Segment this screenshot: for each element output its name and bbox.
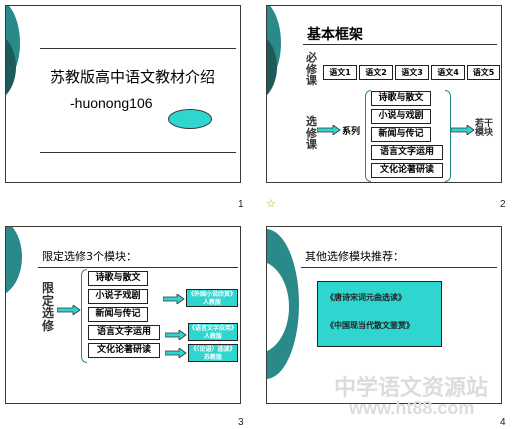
slide-2[interactable]: 基本框架 必修课 语文1 语文2 语文3 语文4 语文5 选修课 系列 诗歌与散… [266,5,502,183]
watermark-url: www.ht88.com [349,398,475,418]
book-box: 语文5 [467,65,500,80]
slide-number: 2 [500,199,506,210]
slide-number: 4 [500,417,506,428]
recommendation-box: 《唐诗宋词元曲选读》 《中国现当代散文鉴赏》 [317,281,442,347]
module-tag: 《外国小说欣赏》人教版 [186,289,238,307]
arrow-icon [317,125,341,135]
book-box: 语文1 [323,65,357,80]
series-item: 文化论著研读 [371,163,443,178]
book-box: 语文2 [359,65,393,80]
title-rule [303,44,497,45]
required-label: 必修课 [306,51,317,88]
module-tag: 《〈论语〉选读》苏教版 [188,344,238,362]
arrow-icon [57,305,81,315]
slide-title: 限定选修3个模块： [42,250,137,263]
slide-title: 基本框架 [307,27,363,43]
slide-4[interactable]: 其他选修模块推荐： 《唐诗宋词元曲选读》 《中国现当代散文鉴赏》 [266,226,502,404]
recommendation-item: 《中国现当代散文鉴赏》 [326,321,414,330]
slide-number: 1 [238,199,244,210]
slide-1[interactable]: 苏教版高中语文教材介绍 -huonong106 [5,5,241,183]
decorative-circle [267,32,277,102]
series-item: 新闻与传记 [371,127,431,142]
slide-number: 3 [238,417,244,428]
left-brace [365,90,371,182]
slide-subtitle: -huonong106 [70,95,153,111]
module-tag: 《语言文字应用》人教版 [188,323,238,341]
title-rule [301,267,497,268]
cyan-ellipse [168,109,212,129]
star-icon: ☆ [266,197,276,210]
module-item: 小说子戏剧 [88,289,148,304]
decorative-circle [6,32,16,102]
modules-label: 若干模块 [475,119,494,139]
slide-title: 其他选修模块推荐： [305,250,404,263]
series-item: 诗歌与散文 [371,91,431,106]
series-item: 语言文字运用 [371,145,443,160]
slide-3[interactable]: 限定选修3个模块： 限定选修 诗歌与散文 小说子戏剧 新闻与传记 语言文字运用 … [5,226,241,404]
module-item: 语言文字运用 [88,325,160,340]
module-item: 文化论著研读 [88,343,160,358]
module-item: 新闻与传记 [88,307,148,322]
series-item: 小说与戏剧 [371,109,431,124]
side-label: 限定选修 [42,281,55,333]
arrow-icon [163,294,185,304]
arrow-icon [165,330,187,340]
recommendation-item: 《唐诗宋词元曲选读》 [326,293,406,302]
decorative-circle [267,261,289,353]
bottom-rule [40,152,236,153]
book-box: 语文3 [395,65,429,80]
elective-label: 选修课 [306,115,317,152]
module-item: 诗歌与散文 [88,271,148,286]
series-label: 系列 [342,127,361,137]
title-rule [38,267,238,268]
arrow-icon [165,348,187,358]
title-rule [40,48,236,49]
watermark-title: 中学语文资源站 [334,376,489,401]
arrow-icon [451,125,475,135]
decorative-circle [6,227,22,297]
right-brace [445,90,451,182]
book-box: 语文4 [431,65,465,80]
slide-title: 苏教版高中语文教材介绍 [50,68,216,86]
left-brace [81,269,87,363]
